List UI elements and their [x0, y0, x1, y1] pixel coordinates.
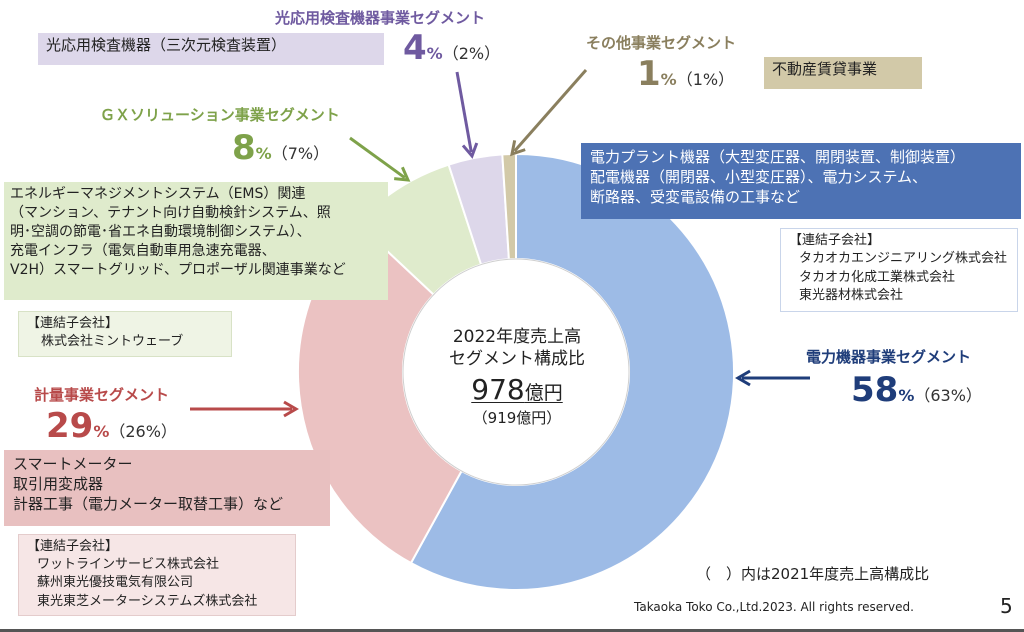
gx-desc-0: エネルギーマネジメントシステム（EMS）関連 [10, 186, 306, 202]
keiryo-desc-box: スマートメーター 取引用変成器 計器工事（電力メーター取替工事）など [4, 450, 330, 526]
arrow-sonota-line [513, 69, 588, 152]
arrow-denryoku-head [735, 369, 751, 387]
denryoku-title: 電力機器事業セグメント [806, 348, 972, 366]
kouou-pct-sym: % [426, 44, 443, 63]
keiryo-sub-0: ワットラインサービス株式会社 [37, 557, 220, 573]
denryoku-desc-1: 配電機器（開閉器、小型変圧器）、電力システム、 [590, 168, 928, 187]
keiryo-pct-value: 29 [46, 406, 94, 446]
gx-desc-4: V2H）スマートグリッド、プロポーザル関連事業など [10, 262, 346, 279]
sonota-desc-0: 不動産賃貸事業 [772, 60, 878, 78]
sonota-pct: 1%（1%） [637, 54, 734, 94]
kouou-pct-value: 4 [403, 28, 427, 68]
keiryo-pct-sym: % [93, 422, 110, 441]
page-number: 5 [1000, 594, 1013, 618]
arrow-gx-head [394, 166, 411, 182]
sonota-desc-box: 不動産賃貸事業 [764, 57, 922, 89]
center-prev-total: （919億円） [472, 408, 562, 427]
keiryo-pct: 29%（26%） [46, 406, 177, 446]
sonota-pct-sym: % [660, 70, 677, 89]
arrow-kouou-line [455, 71, 473, 153]
gx-title: ＧＸソリューション事業セグメント [100, 106, 340, 124]
denryoku-sub-0: タカオカエンジニアリング株式会社 [799, 251, 1008, 267]
center-line2: セグメント構成比 [449, 349, 585, 370]
keiryo-sub-2: 東光東芝メーターシステムズ株式会社 [37, 593, 258, 609]
denryoku-subs-box: 【連結子会社】 タカオカエンジニアリング株式会社 タカオカ化成工業株式会社 東光… [780, 228, 1018, 312]
denryoku-sub-2: 東光器材株式会社 [799, 288, 904, 304]
denryoku-desc-box: 電力プラント機器（大型変圧器、開閉装置、制御装置） 配電機器（開閉器、小型変圧器… [581, 143, 1021, 219]
denryoku-sub-title: 【連結子会社】 [789, 233, 881, 248]
denryoku-sub-1: タカオカ化成工業株式会社 [799, 269, 956, 285]
gx-pct-sym: % [255, 144, 272, 163]
denryoku-pct-sym: % [898, 386, 915, 405]
keiryo-sub-1: 蘇州東光優技電気有限公司 [37, 575, 194, 591]
center-label: 2022年度売上高 セグメント構成比 978億円 （919億円） [404, 326, 630, 428]
sonota-pct-prev: （1%） [676, 70, 735, 89]
gx-desc-3: 充電インフラ（電気自動車用急速充電器、 [10, 243, 276, 260]
keiryo-subs-box: 【連結子会社】 ワットラインサービス株式会社 蘇州東光優技電気有限公司 東光東芝… [18, 534, 296, 616]
kouou-desc-0: 光応用検査機器（三次元検査装置） [46, 36, 287, 54]
sonota-pct-value: 1 [637, 54, 661, 94]
kouou-title: 光応用検査機器事業セグメント [275, 9, 486, 27]
center-total-unit: 億円 [524, 382, 563, 405]
footer-note: （ ）内は2021年度売上高構成比 [696, 565, 930, 583]
gx-pct-value: 8 [232, 128, 256, 168]
arrow-kouou-head [461, 142, 479, 159]
arrow-sonota-head [510, 140, 526, 157]
denryoku-pct-value: 58 [851, 370, 899, 410]
kouou-desc-box: 光応用検査機器（三次元検査装置） [38, 33, 384, 65]
center-line1: 2022年度売上高 [452, 327, 582, 347]
gx-desc-1: （マンション、テナント向け自動検針システム、照 [10, 205, 331, 222]
kouou-pct: 4%（2%） [403, 28, 500, 68]
kouou-pct-prev: （2%） [442, 44, 501, 63]
keiryo-pct-prev: （26%） [109, 422, 177, 441]
keiryo-desc-2: 計器工事（電力メーター取替工事）など [13, 495, 284, 514]
denryoku-pct: 58%（63%） [851, 370, 982, 410]
gx-sub-title: 【連結子会社】 [27, 316, 119, 331]
gx-desc-box: エネルギーマネジメントシステム（EMS）関連 （マンション、テナント向け自動検針… [4, 182, 388, 300]
center-total-value: 978 [471, 373, 525, 407]
gx-sub-0: 株式会社ミントウェーブ [41, 333, 184, 349]
gx-pct: 8%（7%） [232, 128, 329, 168]
keiryo-desc-1: 取引用変成器 [13, 475, 104, 494]
denryoku-desc-0: 電力プラント機器（大型変圧器、開閉装置、制御装置） [590, 148, 966, 166]
footer-copyright: Takaoka Toko Co.,Ltd.2023. All rights re… [634, 600, 914, 614]
bottom-border [0, 629, 1024, 632]
arrow-keiryo-head [283, 400, 299, 418]
sonota-title: その他事業セグメント [586, 34, 737, 52]
keiryo-desc-0: スマートメーター [13, 455, 133, 473]
center-total: 978億円 [404, 372, 630, 408]
denryoku-desc-2: 断路器、受変電設備の工事など [590, 188, 801, 207]
denryoku-pct-prev: （63%） [914, 386, 982, 405]
gx-subs-box: 【連結子会社】 株式会社ミントウェーブ [18, 311, 232, 357]
keiryo-title: 計量事業セグメント [34, 386, 170, 404]
donut-center [402, 258, 630, 486]
arrow-gx-line [349, 136, 406, 179]
gx-desc-2: 明･空調の節電･省エネ自動環境制御システム）、 [10, 224, 311, 241]
gx-pct-prev: （7%） [271, 144, 330, 163]
keiryo-sub-title: 【連結子会社】 [27, 539, 119, 554]
